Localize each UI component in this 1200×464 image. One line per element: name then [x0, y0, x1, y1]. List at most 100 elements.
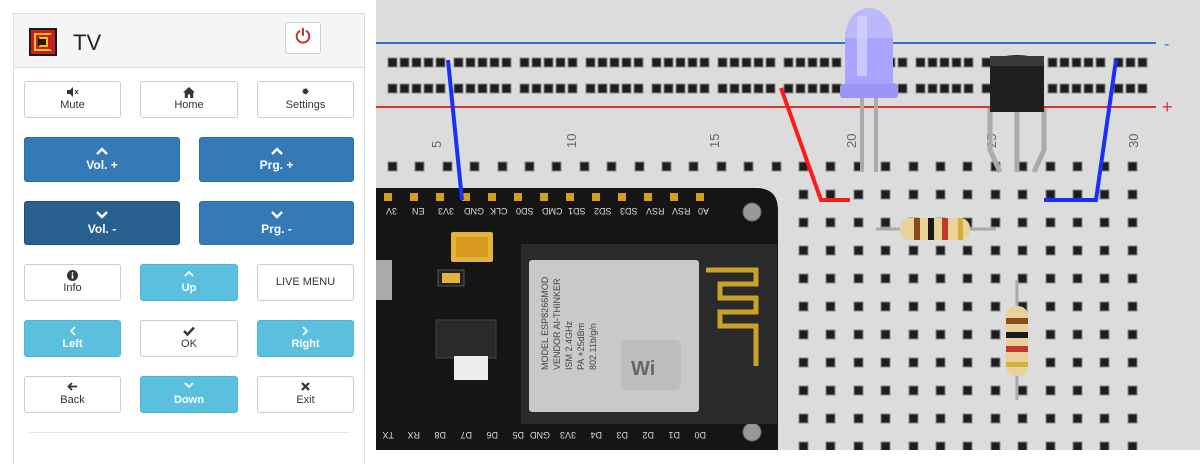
breadboard-hole [501, 83, 512, 94]
breadboard-hole [1017, 217, 1028, 228]
breadboard-hole [1095, 57, 1106, 68]
breadboard-hole [990, 385, 1001, 396]
breadboard-hole [543, 83, 554, 94]
down-label: Down [174, 394, 204, 406]
breadboard-hole [798, 329, 809, 340]
chevron-right-icon [302, 326, 309, 338]
back-label: Back [60, 394, 85, 406]
breadboard-hole [880, 413, 891, 424]
column-number: 15 [707, 134, 722, 148]
breadboard-hole [663, 57, 674, 68]
right-button[interactable]: Right [257, 320, 354, 357]
breadboard-hole [939, 83, 950, 94]
breadboard-hole [1137, 83, 1148, 94]
pin-header [462, 193, 470, 201]
breadboard-hole [1047, 57, 1058, 68]
breadboard-hole [387, 57, 398, 68]
breadboard-hole [798, 245, 809, 256]
module-text: 802.11b/g/n [588, 323, 598, 370]
volume-down-button[interactable]: Vol. - [24, 201, 180, 245]
breadboard-hole [1072, 245, 1083, 256]
breadboard-hole [990, 273, 1001, 284]
breadboard-hole [935, 329, 946, 340]
breadboard-hole [915, 83, 926, 94]
info-icon [67, 270, 78, 282]
back-button[interactable]: Back [24, 376, 121, 413]
breadboard-hole [825, 329, 836, 340]
pin-label: SD0 [516, 206, 534, 216]
home-button[interactable]: Home [140, 81, 238, 118]
breadboard-hole [935, 245, 946, 256]
breadboard-hole [606, 161, 617, 172]
down-button[interactable]: Down [140, 376, 238, 413]
power-button[interactable] [285, 22, 321, 54]
breadboard-hole [963, 57, 974, 68]
divider [29, 432, 349, 433]
breadboard-hole [981, 83, 992, 94]
breadboard-hole [880, 441, 891, 450]
breadboard-hole [880, 385, 891, 396]
ok-button[interactable]: OK [140, 320, 238, 357]
settings-button[interactable]: ✹ Settings [257, 81, 354, 118]
breadboard-hole [853, 441, 864, 450]
breadboard-hole [1127, 217, 1138, 228]
breadboard-hole [741, 57, 752, 68]
breadboard-hole [880, 357, 891, 368]
breadboard-hole [1083, 57, 1094, 68]
page-title: TV [73, 30, 102, 55]
breadboard-hole [1045, 217, 1056, 228]
breadboard-hole [597, 57, 608, 68]
breadboard-hole [567, 83, 578, 94]
breadboard-hole [531, 83, 542, 94]
module-text: MODEL ESP8266MOD [540, 276, 550, 370]
breadboard-hole [908, 413, 919, 424]
mute-button[interactable]: Mute [24, 81, 121, 118]
pin-header [384, 193, 392, 201]
transistor [987, 55, 1047, 174]
breadboard-hole [853, 329, 864, 340]
breadboard-hole [633, 57, 644, 68]
remote-panel: TV Mute Home ✹ Settings Vol. + [0, 0, 376, 464]
breadboard-hole [825, 301, 836, 312]
info-button[interactable]: Info [24, 264, 121, 301]
breadboard-hole [831, 57, 842, 68]
chevron-up-icon [270, 147, 283, 159]
breadboard-hole [880, 329, 891, 340]
live-menu-button[interactable]: LIVE MENU [257, 264, 354, 301]
breadboard-hole [798, 357, 809, 368]
breadboard-hole [1113, 83, 1124, 94]
breadboard-hole [753, 83, 764, 94]
breadboard-hole [1125, 57, 1136, 68]
breadboard-hole [1072, 413, 1083, 424]
left-button[interactable]: Left [24, 320, 121, 357]
breadboard-hole [990, 301, 1001, 312]
volume-up-label: Vol. + [86, 158, 118, 172]
breadboard-hole [853, 273, 864, 284]
breadboard-hole [880, 273, 891, 284]
program-up-button[interactable]: Prg. + [199, 137, 354, 182]
breadboard-hole [555, 83, 566, 94]
program-down-button[interactable]: Prg. - [199, 201, 354, 245]
breadboard-hole [729, 83, 740, 94]
chevron-down-icon [184, 382, 194, 394]
breadboard-hole [807, 57, 818, 68]
resistor-horizontal [876, 218, 996, 240]
breadboard-hole [1045, 329, 1056, 340]
volume-up-button[interactable]: Vol. + [24, 137, 180, 182]
breadboard-hole [908, 273, 919, 284]
exit-button[interactable]: Exit [257, 376, 354, 413]
breadboard-hole [935, 273, 946, 284]
breadboard-hole [853, 301, 864, 312]
breadboard-hole [853, 245, 864, 256]
breadboard-hole [1017, 273, 1028, 284]
breadboard-hole [795, 57, 806, 68]
pin-label: SD1 [568, 206, 586, 216]
breadboard-hole [990, 413, 1001, 424]
mute-label: Mute [60, 99, 85, 111]
volume-down-label: Vol. - [87, 221, 117, 236]
live-menu-label: LIVE MENU [275, 276, 336, 288]
breadboard-hole [819, 57, 830, 68]
up-button[interactable]: Up [140, 264, 238, 301]
breadboard-hole [880, 161, 891, 172]
